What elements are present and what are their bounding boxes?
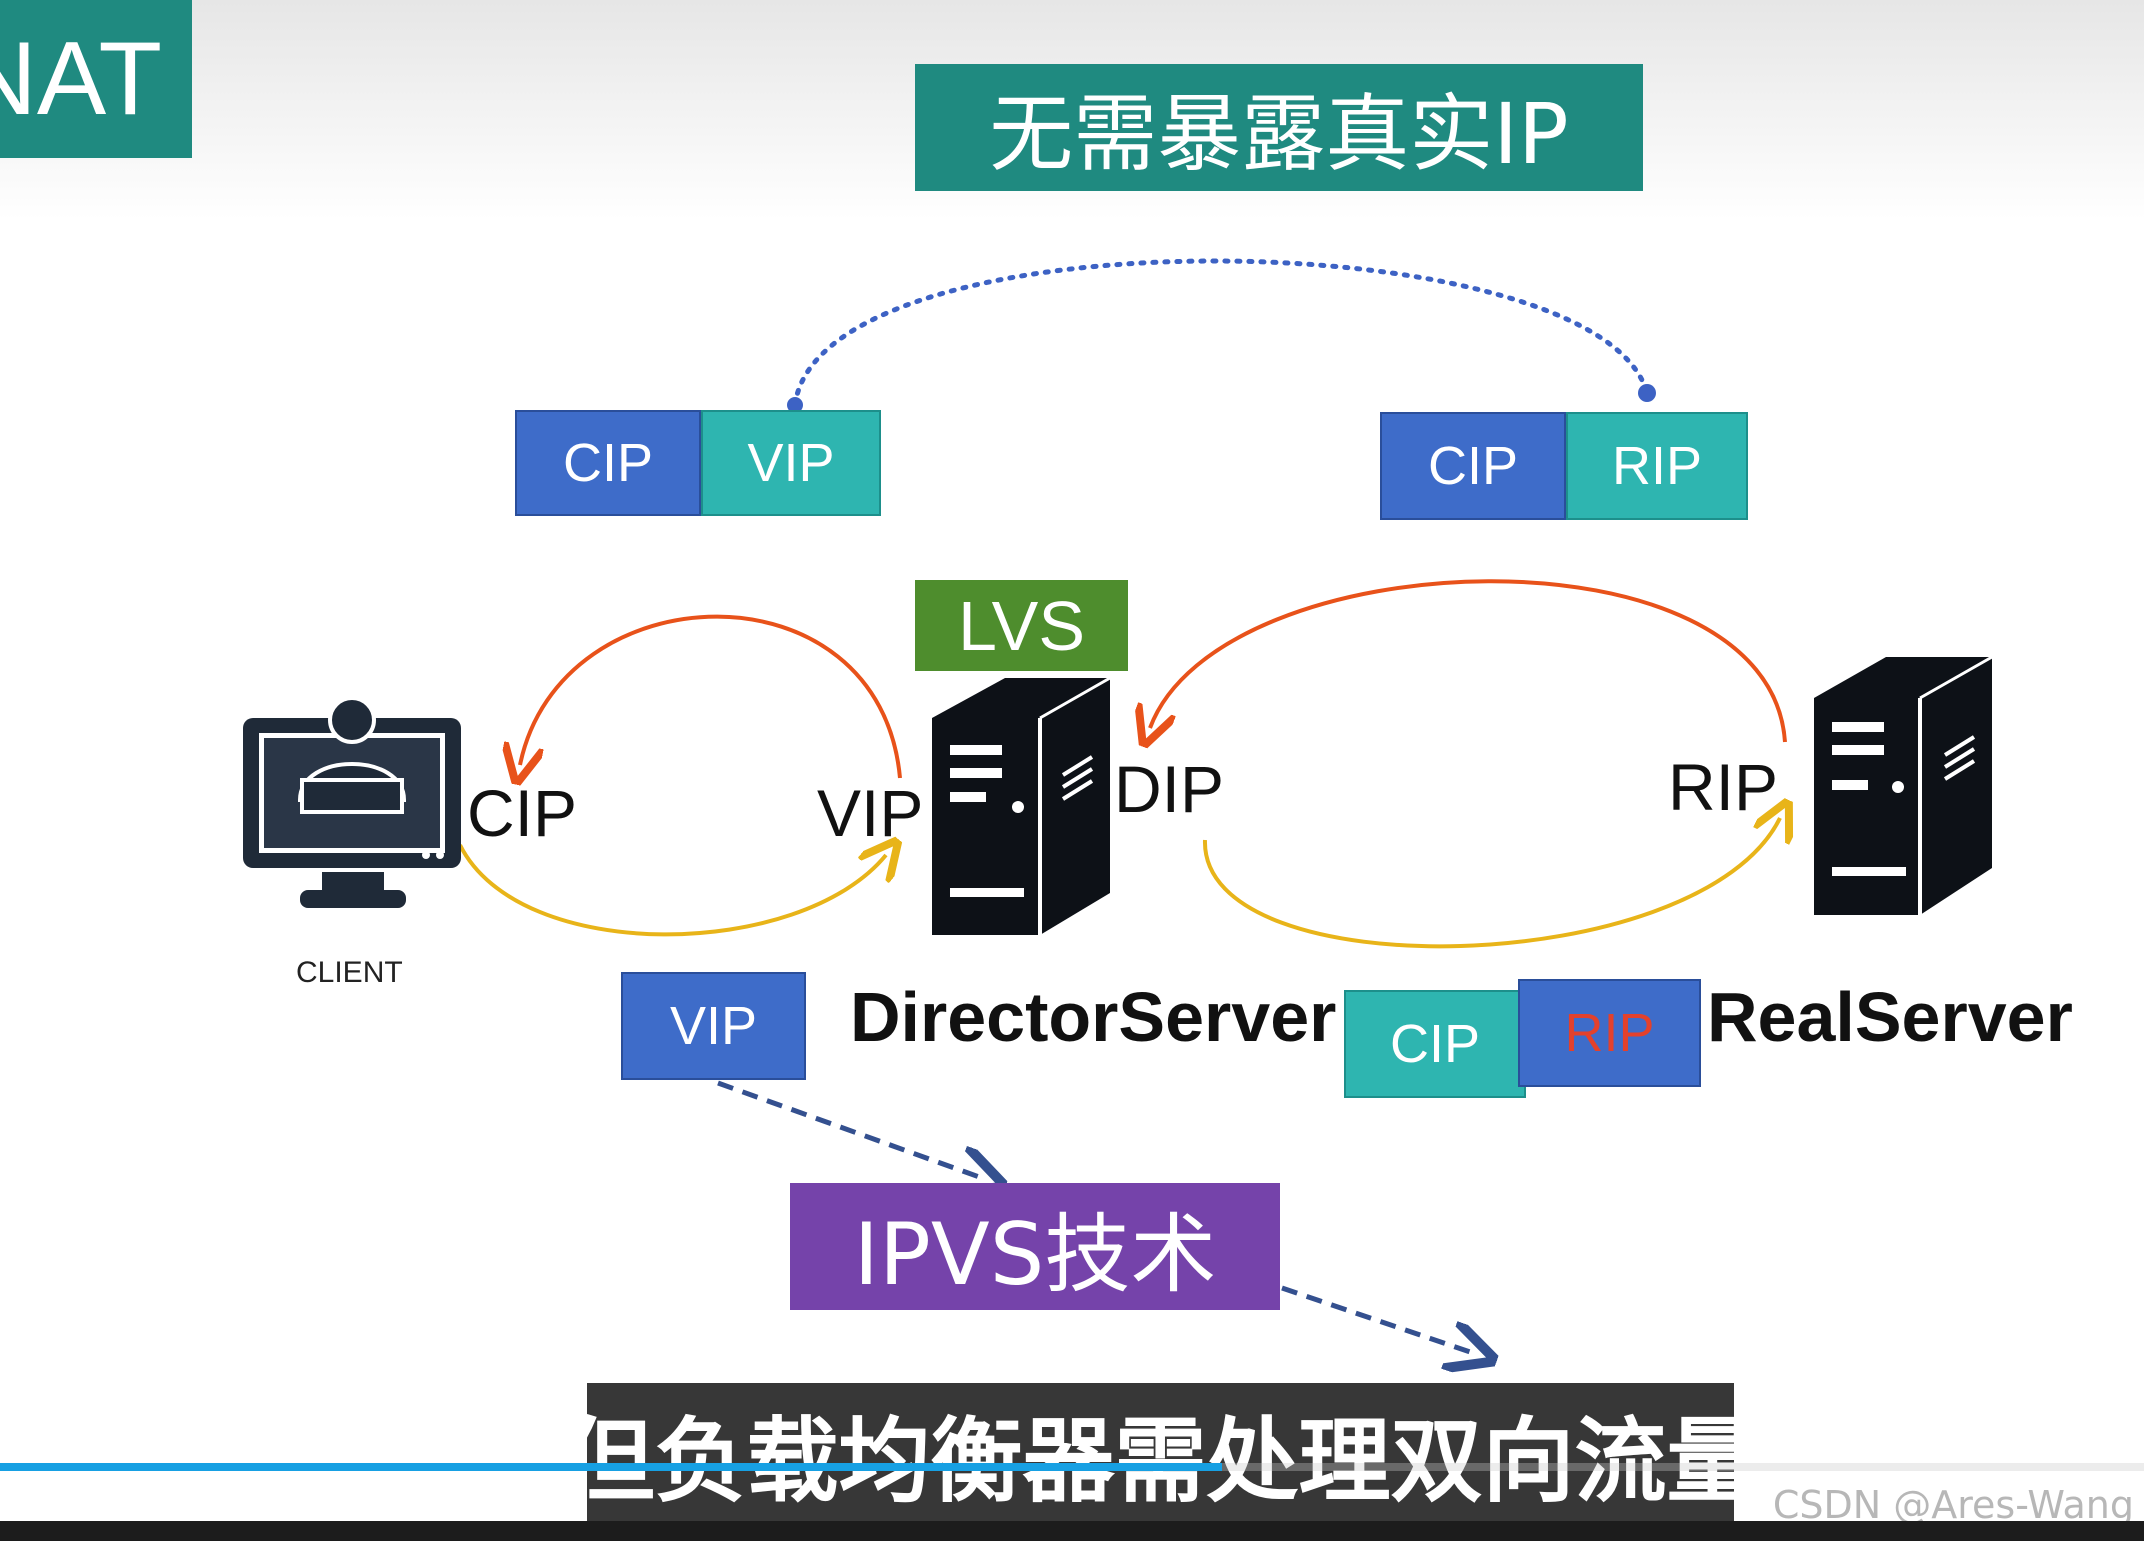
video-subtitle-text: 但负载均衡器需处理双向流量 <box>562 1407 1759 1515</box>
packet-top-right-dst: RIP <box>1566 412 1748 520</box>
ipvs-label: IPVS技术 <box>790 1183 1280 1310</box>
director-dip-label: DIP <box>1114 752 1225 826</box>
real-server-icon <box>1814 655 1993 915</box>
video-player-controls[interactable] <box>0 1521 2144 1541</box>
orange-arc-left <box>520 614 902 778</box>
packet-top-left-dst: VIP <box>701 410 881 516</box>
corner-tag: NAT <box>0 0 192 158</box>
orange-arc-right <box>1150 579 1787 742</box>
video-subtitle: 但负载均衡器需处理双向流量 <box>563 1383 1759 1523</box>
ipvs-label-text: IPVS技术 <box>853 1205 1217 1305</box>
packet-top-right-dst-text: RIP <box>1611 436 1703 496</box>
real-ip-label: RIP <box>1668 750 1779 824</box>
director-vip-label: VIP <box>817 776 924 850</box>
packet-top-left-src-text: CIP <box>562 433 654 493</box>
lvs-label: LVS <box>915 580 1128 671</box>
title-banner: 无需暴露真实IP <box>915 64 1643 191</box>
dashed-arrow-vip-ipvs <box>717 1080 982 1178</box>
watermark: CSDN @Ares-Wang <box>1772 1483 2134 1527</box>
client-ip-label: CIP <box>467 776 578 850</box>
video-progress-bar[interactable] <box>0 1463 2144 1471</box>
real-server-caption: RealServer <box>1707 978 2073 1056</box>
yellow-arc-right <box>1202 818 1780 949</box>
packet-bottom-vip-text: VIP <box>669 996 758 1056</box>
yellow-arc-left <box>458 845 886 937</box>
packet-top-right-src: CIP <box>1380 412 1566 520</box>
packet-bottom-right-src-text: CIP <box>1389 1014 1481 1074</box>
title-text: 无需暴露真实IP <box>989 85 1569 183</box>
dashed-arrow-ipvs-out <box>1281 1285 1473 1353</box>
packet-top-left-dst-text: VIP <box>747 433 835 493</box>
director-server-caption: DirectorServer <box>850 978 1337 1056</box>
client-caption: CLIENT <box>296 956 403 989</box>
client-monitor-icon <box>243 696 461 908</box>
dot-vip <box>787 397 803 413</box>
packet-bottom-right-src: CIP <box>1344 990 1526 1098</box>
packet-bottom-vip: VIP <box>621 972 806 1080</box>
lvs-label-text: LVS <box>957 586 1086 665</box>
packet-top-left-src: CIP <box>515 410 701 516</box>
packet-bottom-right-dst: RIP <box>1518 979 1701 1087</box>
dotted-arc-vip-rip <box>792 258 1650 408</box>
director-server-icon <box>932 676 1111 935</box>
packet-top-right-src-text: CIP <box>1427 436 1519 496</box>
video-progress-fill <box>0 1463 1223 1471</box>
dot-rip <box>1638 384 1656 402</box>
packet-bottom-right-dst-text: RIP <box>1564 1003 1655 1063</box>
corner-tag-text: NAT <box>0 20 162 137</box>
